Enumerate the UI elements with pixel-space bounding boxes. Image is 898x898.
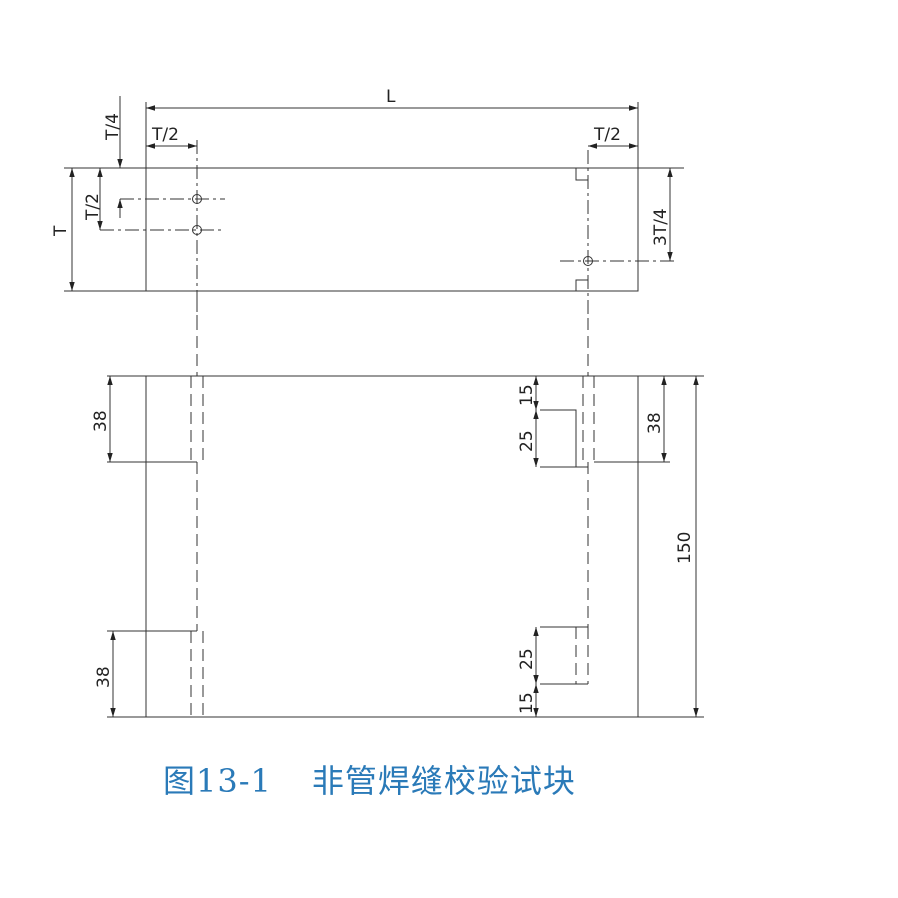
left-bottom-strip-label: 38: [94, 666, 114, 688]
half-thickness-label: T/2: [83, 193, 103, 221]
figure-caption: 图13-1 非管焊缝校验试块: [163, 756, 576, 802]
quarter-thickness-label: T/4: [103, 113, 123, 141]
figure-title: 非管焊缝校验试块: [311, 762, 576, 800]
right-bottom-gap-label: 15: [517, 692, 537, 714]
right-offset-label: T/2: [593, 125, 621, 145]
right-top-gap-label: 15: [517, 384, 537, 406]
bottom-notch-mark: [575, 279, 588, 291]
three-quarter-thickness-label: 3T/4: [651, 208, 671, 246]
plan-view: 38 38 15 25 25 15 38 150: [91, 300, 704, 718]
thickness-label: T: [51, 225, 71, 237]
right-top-strip-label: 38: [645, 412, 665, 434]
side-view: L T/2 T/2 T T/4 T/2 3T/4: [51, 87, 684, 330]
hole-half-depth: [192, 225, 202, 235]
plan-view-block: [145, 375, 639, 718]
right-top-notch-label: 25: [517, 430, 537, 452]
right-bottom-notch-label: 25: [517, 648, 537, 670]
left-top-strip-label: 38: [91, 410, 111, 432]
figure-number: 图13-1: [163, 762, 272, 800]
top-notch-mark: [575, 168, 588, 181]
height-label: 150: [675, 532, 695, 564]
hole-quarter-depth: [192, 194, 202, 204]
left-offset-label: T/2: [151, 125, 179, 145]
hole-three-quarter-depth: [583, 256, 593, 266]
right-top-notch: [540, 409, 577, 468]
length-label: L: [386, 87, 396, 107]
